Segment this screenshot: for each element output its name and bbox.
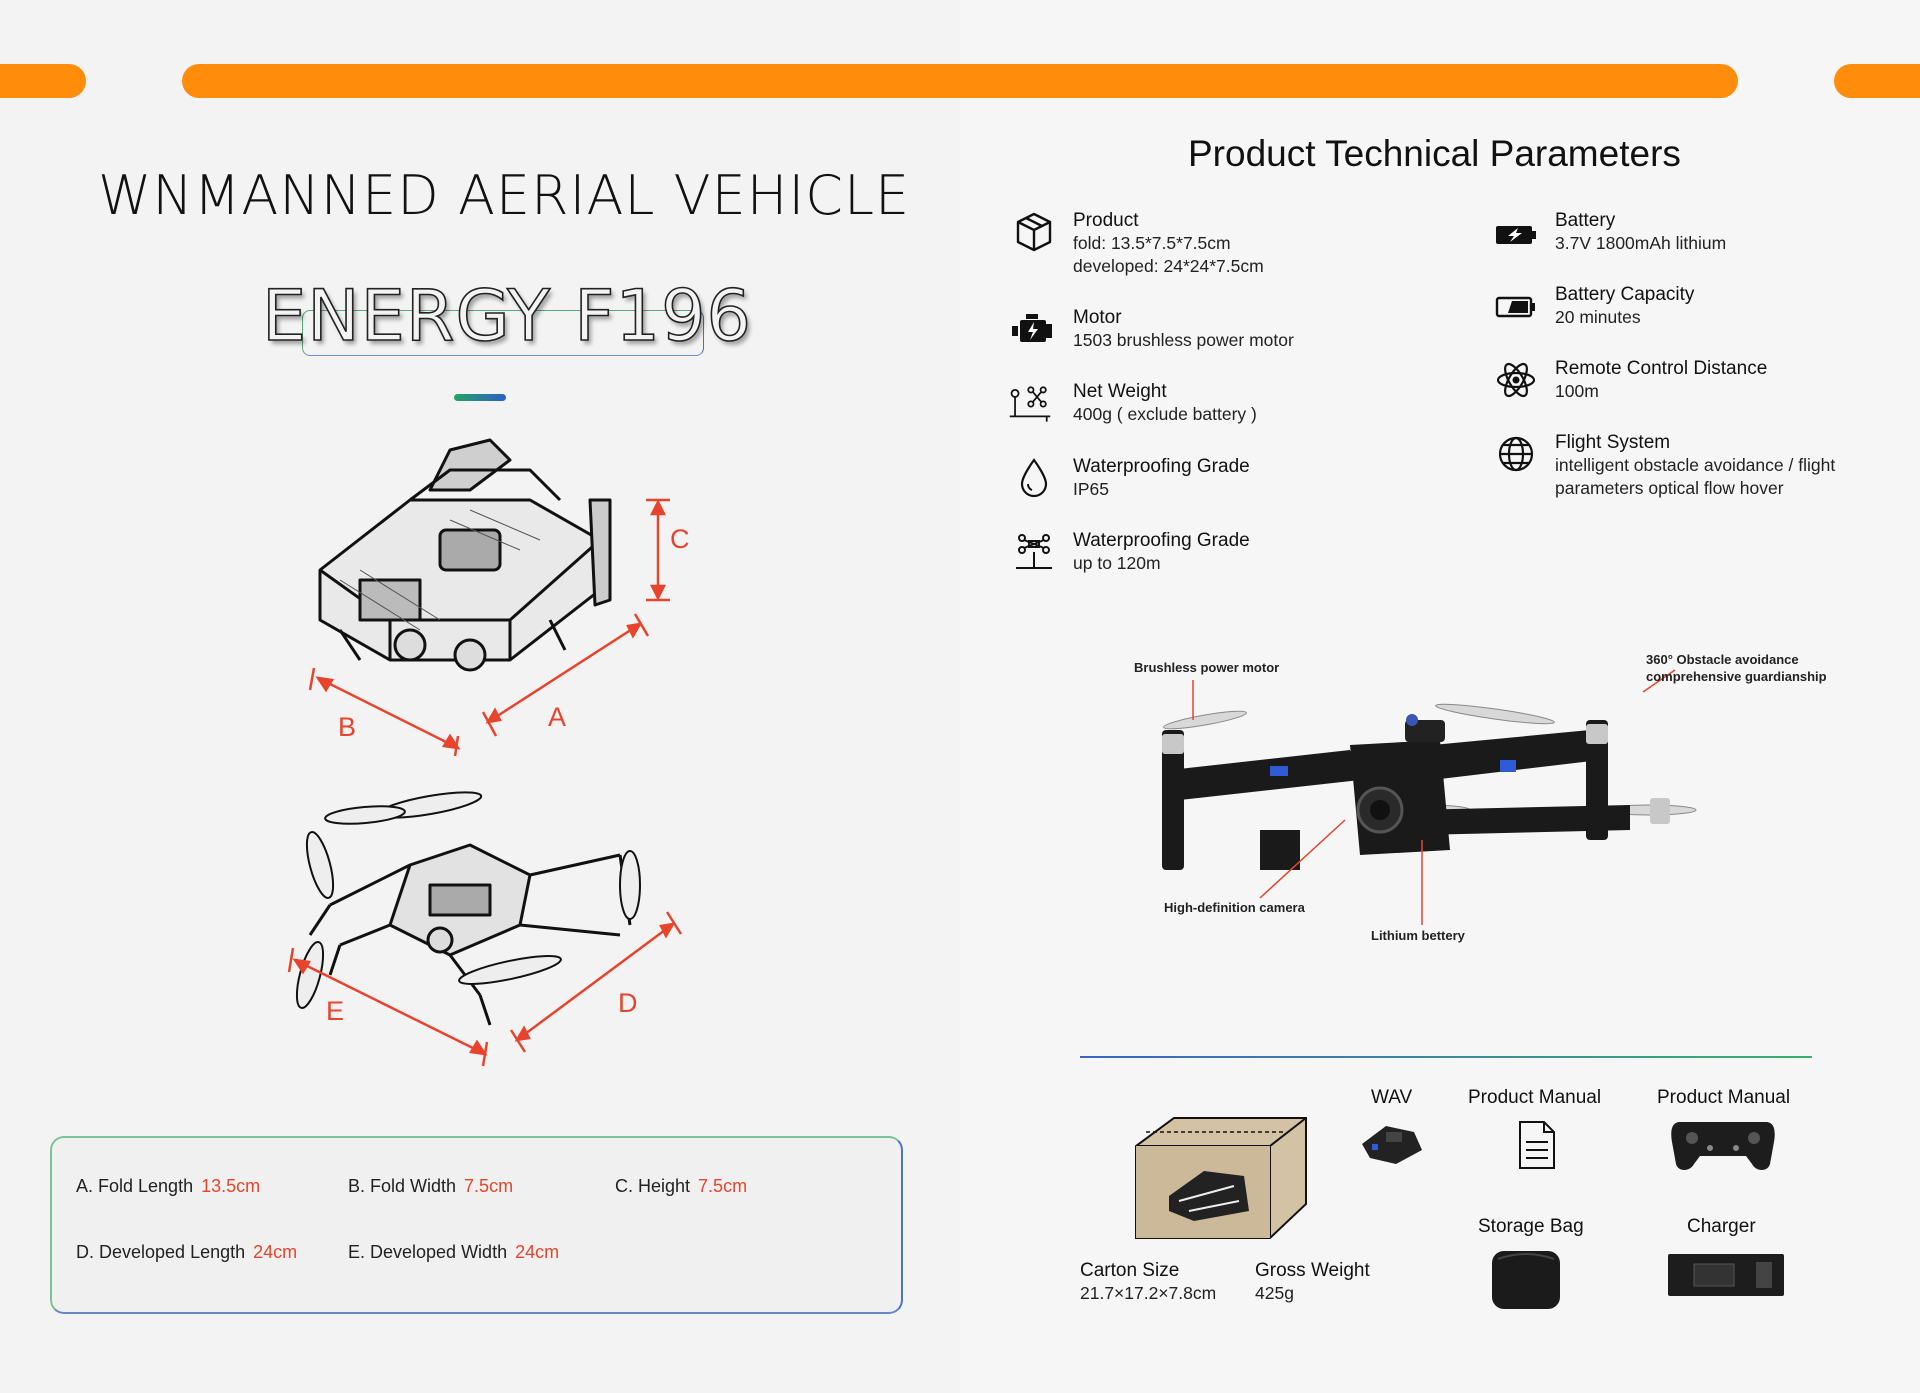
spec-value: 24cm [515,1242,560,1262]
storage-bag-icon [1492,1251,1560,1309]
param-flight-system: Flight System intelligent obstacle avoid… [1555,431,1835,500]
param-waterproofing: Waterproofing Grade IP65 [1073,455,1250,501]
accent-divider [454,394,506,401]
param-label: Waterproofing Grade [1073,456,1250,477]
callout-battery: Lithium bettery [1371,928,1465,943]
carton-box-illustration [1135,1117,1307,1239]
param-value: 100m [1555,381,1599,401]
param-battery: Battery 3.7V 1800mAh lithium [1555,209,1726,255]
spec-value: 24cm [253,1242,298,1262]
charger-cable-icon [1668,1254,1784,1296]
spec-label: C. Height [615,1176,691,1196]
dimension-label-e: E [326,996,345,1026]
remote-controller-icon [1671,1122,1775,1170]
param-label: Flight System [1555,432,1671,453]
param-value: 20 minutes [1555,307,1641,327]
carton-size-label: Carton Size [1080,1260,1180,1281]
param-altitude: Waterproofing Grade up to 120m [1073,529,1250,575]
param-value: 400g ( exclude battery ) [1073,404,1257,424]
model-name-frame [302,310,704,356]
package-item-charger-label: Charger [1687,1216,1756,1237]
spec-developed-length: D. Developed Length 24cm [76,1242,297,1263]
package-item-manual-1-label: Product Manual [1468,1087,1602,1108]
param-value: IP65 [1073,479,1109,499]
spec-value: 7.5cm [698,1176,748,1196]
param-label: Motor [1073,307,1122,328]
param-label: Battery [1555,210,1616,231]
header-bar-center [182,64,1738,98]
spec-developed-width: E. Developed Width 24cm [348,1242,559,1263]
param-value: fold: 13.5*7.5*7.5cm [1073,233,1231,253]
header-bar-right [1834,64,1920,98]
package-item-manual-2-label: Product Manual [1657,1087,1791,1108]
unfolded-drone-sketch [295,791,641,1026]
atom-icon [1496,362,1536,398]
dimension-label-a: A [548,702,567,732]
spec-value: 7.5cm [464,1176,514,1196]
param-label: Battery Capacity [1555,284,1695,305]
param-net-weight: Net Weight 400g ( exclude battery ) [1073,380,1257,426]
package-divider [1080,1056,1812,1058]
altitude-drone-icon [1016,534,1052,569]
param-label: Net Weight [1073,381,1167,402]
page-title-left: WNMANNED AERIAL VEHICLE [98,164,911,227]
drone-photo [1162,703,1697,870]
folded-drone-sketch [318,438,612,672]
spec-label: A. Fold Length [76,1176,194,1196]
spec-label: E. Developed Width [348,1242,508,1262]
callout-motor: Brushless power motor [1134,660,1280,675]
dimension-label-b: B [338,712,357,742]
dimension-label-d: D [618,988,638,1018]
param-motor: Motor 1503 brushless power motor [1073,306,1294,352]
spec-label: B. Fold Width [348,1176,457,1196]
header-bar-left [0,64,86,98]
mini-drone-icon [1362,1126,1422,1164]
document-icon [1519,1121,1555,1169]
param-battery-capacity: Battery Capacity 20 minutes [1555,283,1694,329]
globe-icon [1498,436,1534,472]
param-label: Remote Control Distance [1555,358,1768,379]
gross-weight-value: 425g [1255,1283,1294,1303]
gross-weight-label: Gross Weight [1255,1260,1370,1281]
package-item-storage-bag-label: Storage Bag [1478,1216,1584,1237]
page-title-right: Product Technical Parameters [1188,133,1681,174]
spec-label: D. Developed Length [76,1242,246,1262]
param-product: Product fold: 13.5*7.5*7.5cm developed: … [1073,209,1264,278]
spec-height: C. Height 7.5cm [615,1176,747,1197]
callout-obstacle-line2: comprehensive guardianship [1646,669,1827,684]
carton-size-value: 21.7×17.2×7.8cm [1080,1283,1217,1303]
param-value: 1503 brushless power motor [1073,330,1294,350]
battery-level-icon [1495,296,1535,318]
param-value: intelligent obstacle avoidance / flight [1555,455,1836,475]
package-item-wav-label: WAV [1371,1087,1413,1108]
scale-drone-icon [1009,386,1051,422]
dimension-label-c: C [670,524,690,554]
param-value: parameters optical flow hover [1555,478,1784,498]
folded-dimension-arrows [308,498,670,757]
callout-camera: High-definition camera [1164,900,1305,915]
spec-value: 13.5cm [201,1176,261,1196]
spec-fold-length: A. Fold Length 13.5cm [76,1176,260,1197]
water-drop-icon [1020,458,1048,498]
param-value: 3.7V 1800mAh lithium [1555,233,1727,253]
engine-icon [1012,314,1052,342]
battery-charge-icon [1496,226,1536,244]
unfolded-dimension-arrows [287,911,683,1067]
param-value: developed: 24*24*7.5cm [1073,256,1264,276]
dimension-spec-box [50,1136,903,1314]
model-name: ENERGY F196 [261,274,753,358]
callout-lines [1192,669,1676,925]
param-label: Waterproofing Grade [1073,530,1250,551]
spec-fold-width: B. Fold Width 7.5cm [348,1176,513,1197]
param-value: up to 120m [1073,553,1161,573]
param-label: Product [1073,210,1139,231]
callout-obstacle-line1: 360° Obstacle avoidance [1646,652,1799,667]
param-remote-distance: Remote Control Distance 100m [1555,357,1767,403]
box-icon [1016,212,1052,252]
